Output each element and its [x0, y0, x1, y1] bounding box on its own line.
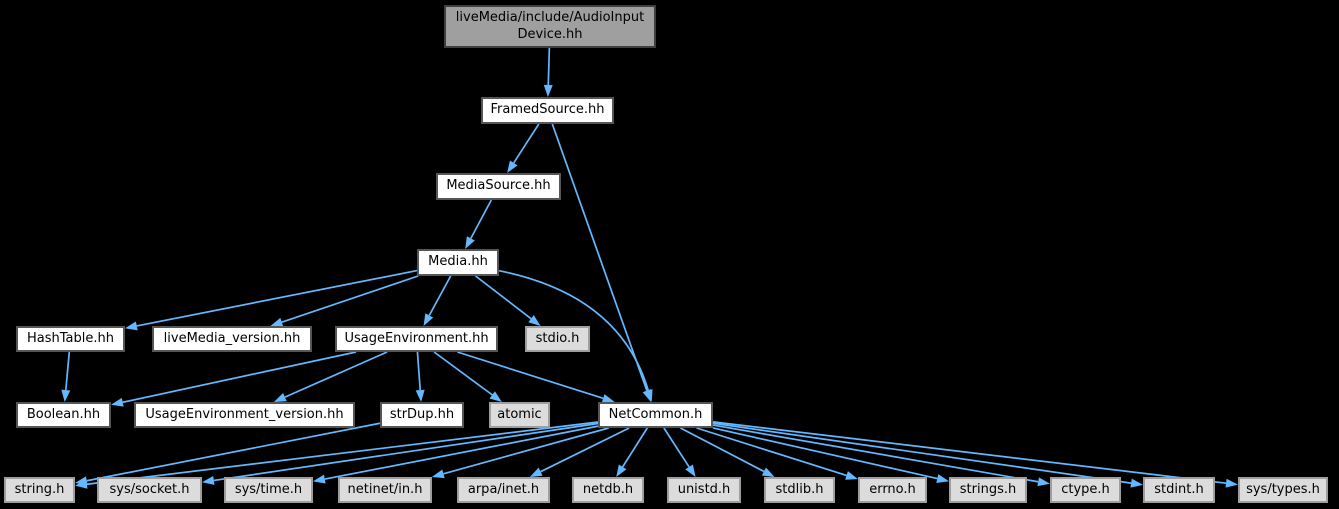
arrowhead-icon: [1037, 477, 1050, 487]
arrowhead-icon: [845, 471, 858, 480]
node-arpa-inet: arpa/inet.h: [457, 477, 550, 503]
edge-framed-source--netcommon: [551, 123, 648, 391]
node-errno: errno.h: [858, 477, 927, 503]
node-unistd: unistd.h: [667, 477, 741, 503]
edge-usage-environment--netcommon: [457, 351, 604, 400]
node-stdint: stdint.h: [1143, 477, 1215, 503]
edge-usage-environment--boolean: [122, 351, 357, 404]
arrowhead-icon: [1130, 478, 1143, 488]
arrowhead-icon: [415, 389, 425, 402]
arrowhead-icon: [643, 389, 653, 402]
edge-netcommon--errno: [696, 427, 847, 477]
edge-netcommon--sys-socket: [213, 422, 599, 482]
arrowhead-icon: [489, 391, 502, 402]
node-hash-table[interactable]: HashTable.hh: [16, 326, 125, 352]
node-netinet-in: netinet/in.h: [338, 477, 432, 503]
node-strings-h: strings.h: [949, 477, 1027, 503]
edge-netcommon--sys-types: [712, 421, 1227, 485]
node-string-h: string.h: [4, 477, 75, 503]
edge-hash-table--boolean: [64, 351, 71, 391]
arrowhead-icon: [1225, 478, 1238, 488]
edge-media--hash-table: [136, 269, 418, 327]
edge-usage-environment--usage-environment-version: [284, 351, 388, 398]
node-atomic: atomic: [489, 402, 550, 428]
node-media-source[interactable]: MediaSource.hh: [436, 173, 561, 200]
arrowhead-icon: [465, 236, 475, 249]
edge-netcommon--ctype: [712, 424, 1039, 483]
node-netcommon[interactable]: NetCommon.h: [598, 402, 713, 428]
arrowhead-icon: [431, 469, 445, 479]
edge-media--stdio: [475, 275, 532, 320]
arrowhead-icon: [685, 464, 696, 477]
edge-media--livemedia-version: [281, 275, 419, 323]
node-framed-source[interactable]: FramedSource.hh: [481, 97, 614, 124]
edge-netcommon--unistd: [663, 427, 690, 468]
edge-netcommon--stdint: [712, 422, 1132, 484]
edge-media--usage-environment: [428, 275, 452, 316]
arrowhead-icon: [202, 476, 215, 485]
node-sys-types: sys/types.h: [1238, 477, 1328, 503]
node-netdb: netdb.h: [572, 477, 644, 503]
node-usage-environment-version[interactable]: UsageEnvironment_version.hh: [134, 402, 355, 428]
node-media[interactable]: Media.hh: [417, 249, 499, 276]
node-livemedia-version[interactable]: liveMedia_version.hh: [152, 326, 312, 352]
edge-netcommon--string-h: [86, 421, 599, 486]
edge-netcommon--arpa-inet: [540, 427, 630, 473]
arrowhead-icon: [528, 315, 541, 326]
edge-netcommon--stdlib: [680, 427, 765, 473]
arrowhead-icon: [423, 313, 434, 326]
node-usage-environment[interactable]: UsageEnvironment.hh: [335, 326, 498, 352]
arrowhead-icon: [273, 393, 287, 402]
edge-audio-input-device--framed-source: [547, 47, 551, 86]
arrowhead-icon: [529, 467, 543, 477]
node-ctype: ctype.h: [1050, 477, 1121, 503]
arrowhead-icon: [761, 467, 775, 477]
edge-media-source--media: [470, 199, 493, 239]
arrowhead-icon: [507, 160, 518, 173]
arrowhead-icon: [616, 464, 627, 477]
node-stdio: stdio.h: [525, 326, 590, 352]
edge-strdup--string-h: [86, 422, 381, 482]
arrowhead-icon: [936, 474, 949, 483]
edge-media--netcommon: [498, 269, 650, 391]
node-audio-input-device: liveMedia/include/AudioInput Device.hh: [444, 5, 656, 48]
edge-framed-source--media-source: [512, 123, 540, 164]
edge-usage-environment--strdup: [416, 351, 422, 391]
edge-usage-environment--atomic: [433, 351, 493, 396]
node-strdup[interactable]: strDup.hh: [380, 402, 464, 428]
edge-netcommon--netdb: [621, 427, 648, 468]
arrowhead-icon: [111, 397, 124, 407]
node-boolean[interactable]: Boolean.hh: [16, 402, 111, 428]
arrowhead-icon: [543, 84, 553, 97]
arrowhead-icon: [313, 474, 326, 484]
edge-netcommon--strings-h: [712, 427, 938, 480]
arrowhead-icon: [61, 389, 71, 402]
node-sys-time: sys/time.h: [224, 477, 313, 503]
arrowhead-icon: [125, 321, 138, 331]
arrowhead-icon: [75, 479, 88, 489]
arrowhead-icon: [601, 394, 615, 403]
arrowhead-icon: [270, 317, 284, 327]
edge-netcommon--sys-time: [324, 425, 599, 480]
edge-netcommon--netinet-in: [443, 427, 609, 475]
node-stdlib: stdlib.h: [764, 477, 835, 503]
node-sys-socket: sys/socket.h: [97, 477, 202, 503]
